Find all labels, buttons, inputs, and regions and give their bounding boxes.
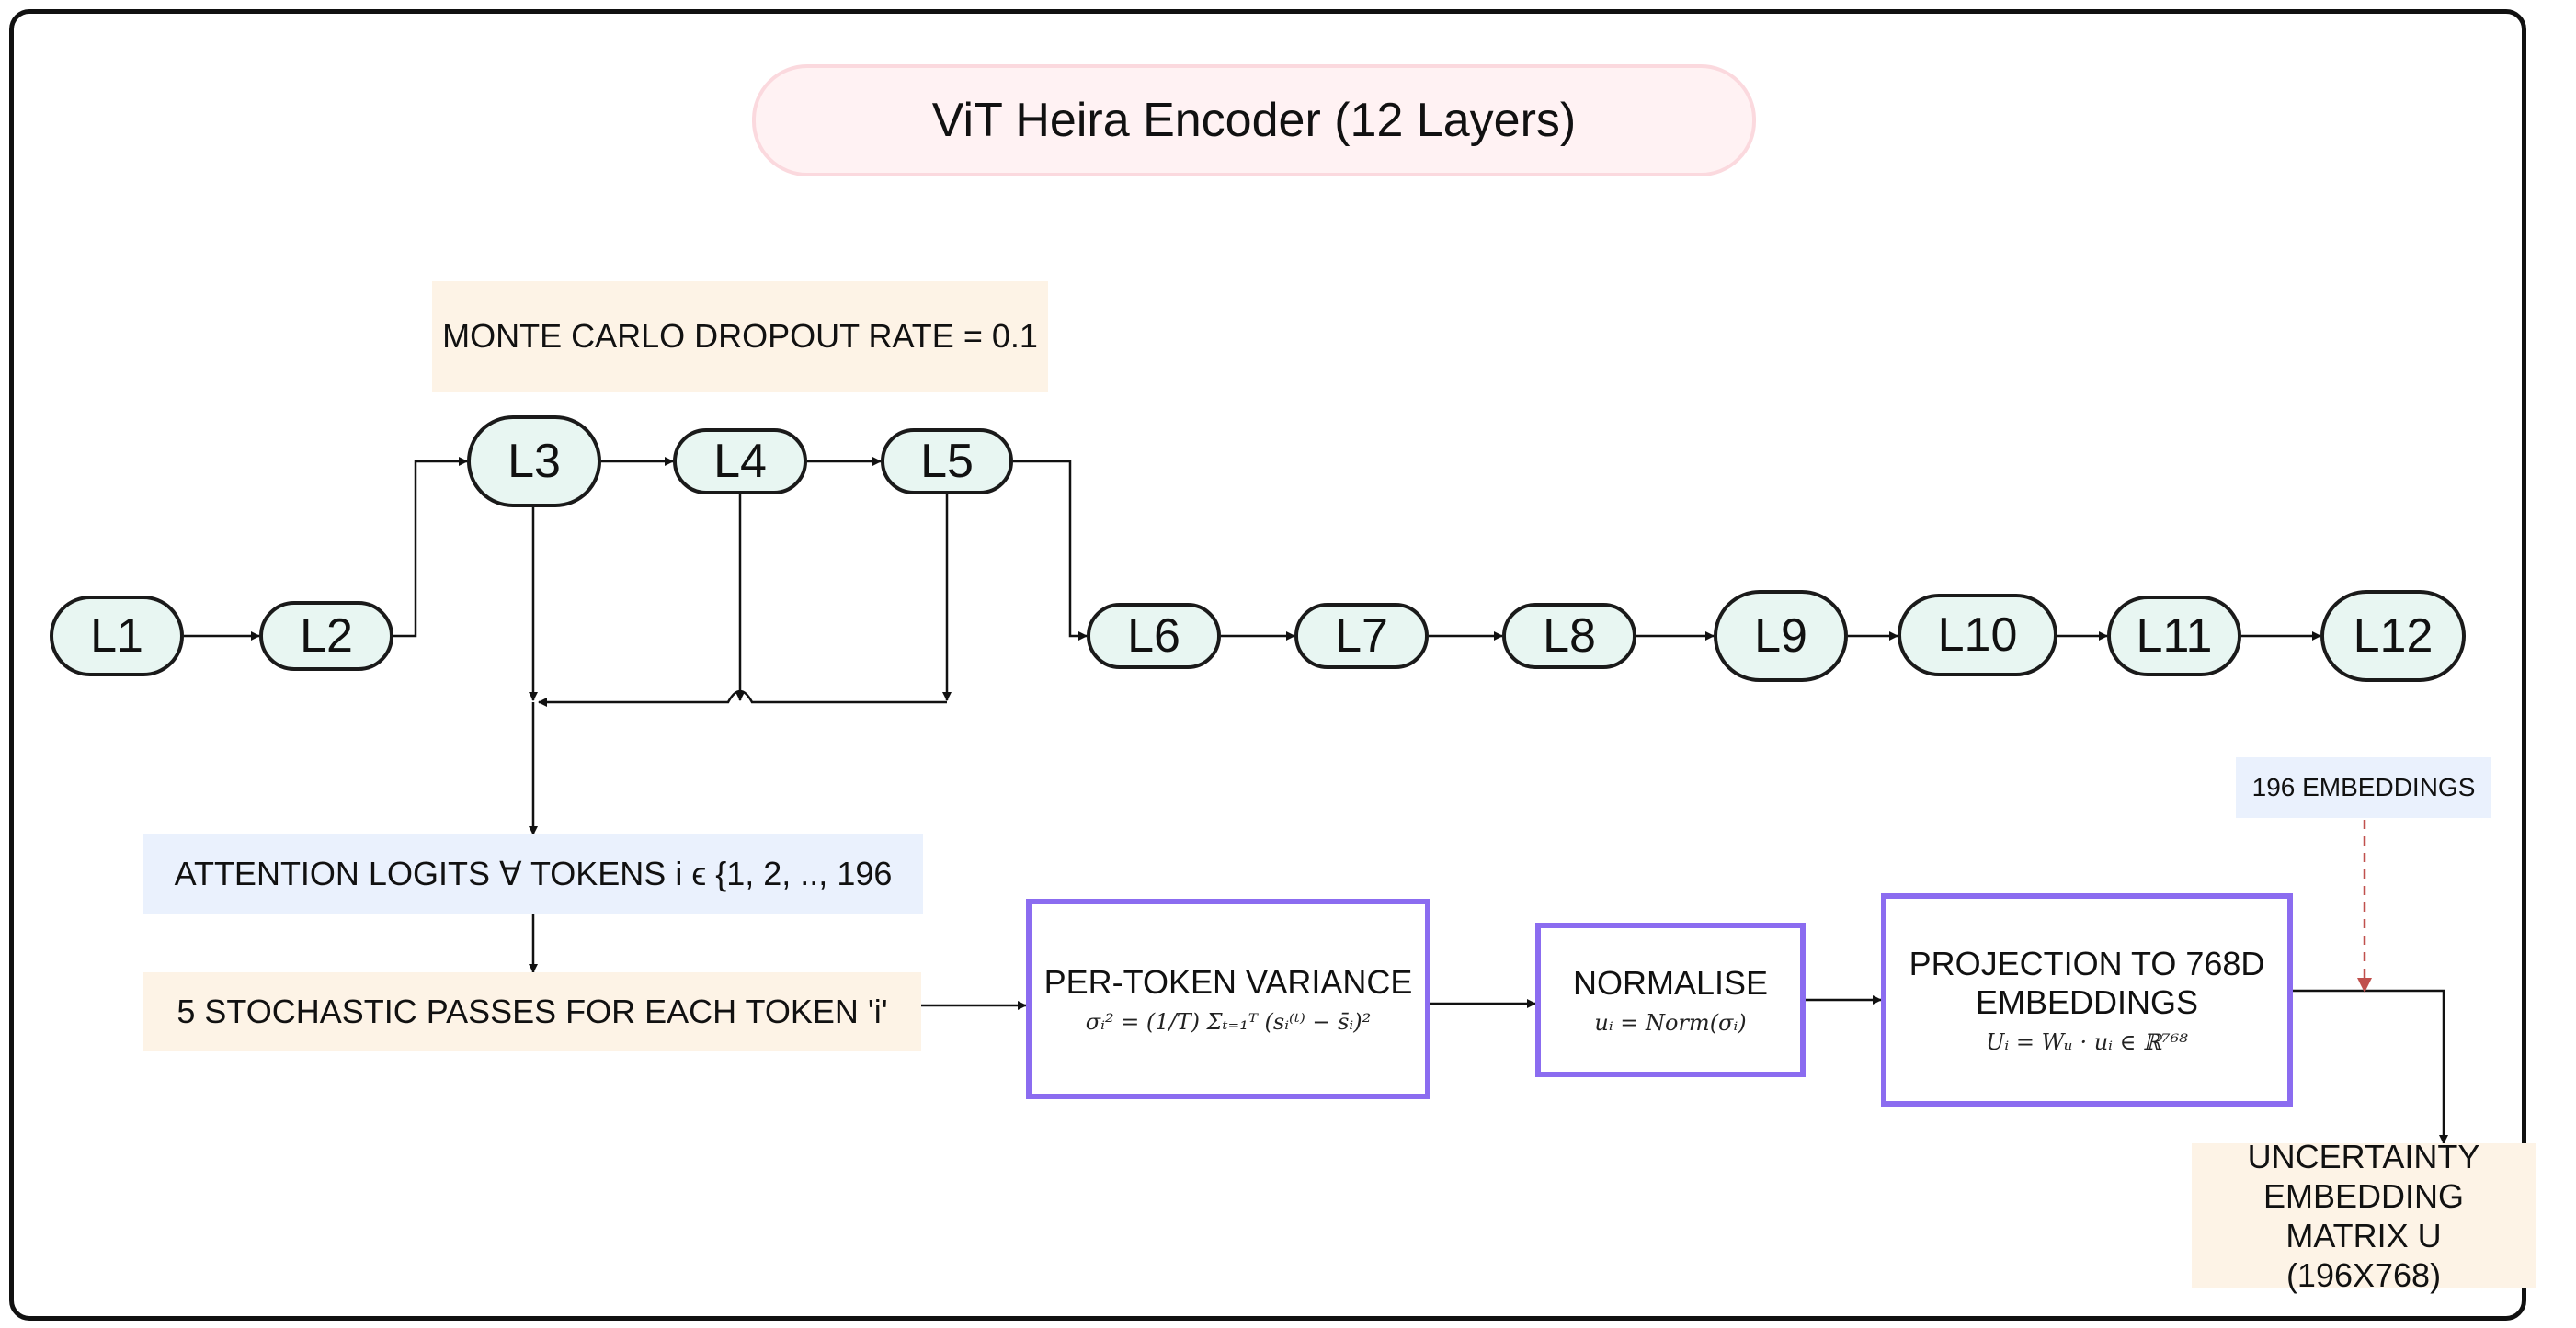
uncertainty-matrix-box: UNCERTAINTY EMBEDDING MATRIX U (196X768) [2192,1138,2536,1294]
layer-l4: L4 [673,428,807,494]
normalise-label: NORMALISE [1572,964,1769,1002]
arrow-l5-l6 [1013,460,1088,641]
diagram-frame [9,9,2526,1321]
layer-l3: L3 [467,415,601,507]
layer-l6: L6 [1087,603,1221,669]
layer-l12: L12 [2320,590,2466,682]
variance-label: PER-TOKEN VARIANCE [1043,963,1413,1001]
layer-l10: L10 [1898,594,2057,676]
attention-logits-box: ATTENTION LOGITS ∀ TOKENS i ϵ {1, 2, ..,… [143,834,923,914]
layer-l5: L5 [881,428,1013,494]
normalise-formula: uᵢ = Norm(σᵢ) [1594,1010,1747,1036]
dropout-rate-note: MONTE CARLO DROPOUT RATE = 0.1 [432,281,1048,392]
layer-l1: L1 [50,596,184,676]
layer-l2: L2 [259,601,393,671]
per-token-variance-box: PER-TOKEN VARIANCE σᵢ² = (1/T) Σₜ₌₁ᵀ (sᵢ… [1026,899,1430,1099]
diagram-title: ViT Heira Encoder (12 Layers) [752,64,1756,176]
normalise-box: NORMALISE uᵢ = Norm(σᵢ) [1535,923,1806,1077]
merge-line [538,689,947,707]
layer-l7: L7 [1294,603,1429,669]
stochastic-passes-box: 5 STOCHASTIC PASSES FOR EACH TOKEN 'i' [143,972,921,1051]
arrow-projection-output [2293,989,2448,1144]
layer-l8: L8 [1502,603,1636,669]
layer-l11: L11 [2107,596,2241,676]
layer-l9: L9 [1714,590,1848,682]
embeddings-note: 196 EMBEDDINGS [2236,757,2491,818]
arrow-l2-l3 [393,457,468,638]
projection-formula: Uᵢ = Wᵤ · uᵢ ∈ ℝ⁷⁶⁸ [1986,1029,2188,1055]
variance-formula: σᵢ² = (1/T) Σₜ₌₁ᵀ (sᵢ⁽ᵗ⁾ − s̄ᵢ)² [1085,1009,1372,1035]
projection-label: PROJECTION TO 768D EMBEDDINGS [1909,945,2265,1021]
projection-box: PROJECTION TO 768D EMBEDDINGS Uᵢ = Wᵤ · … [1881,893,2293,1107]
